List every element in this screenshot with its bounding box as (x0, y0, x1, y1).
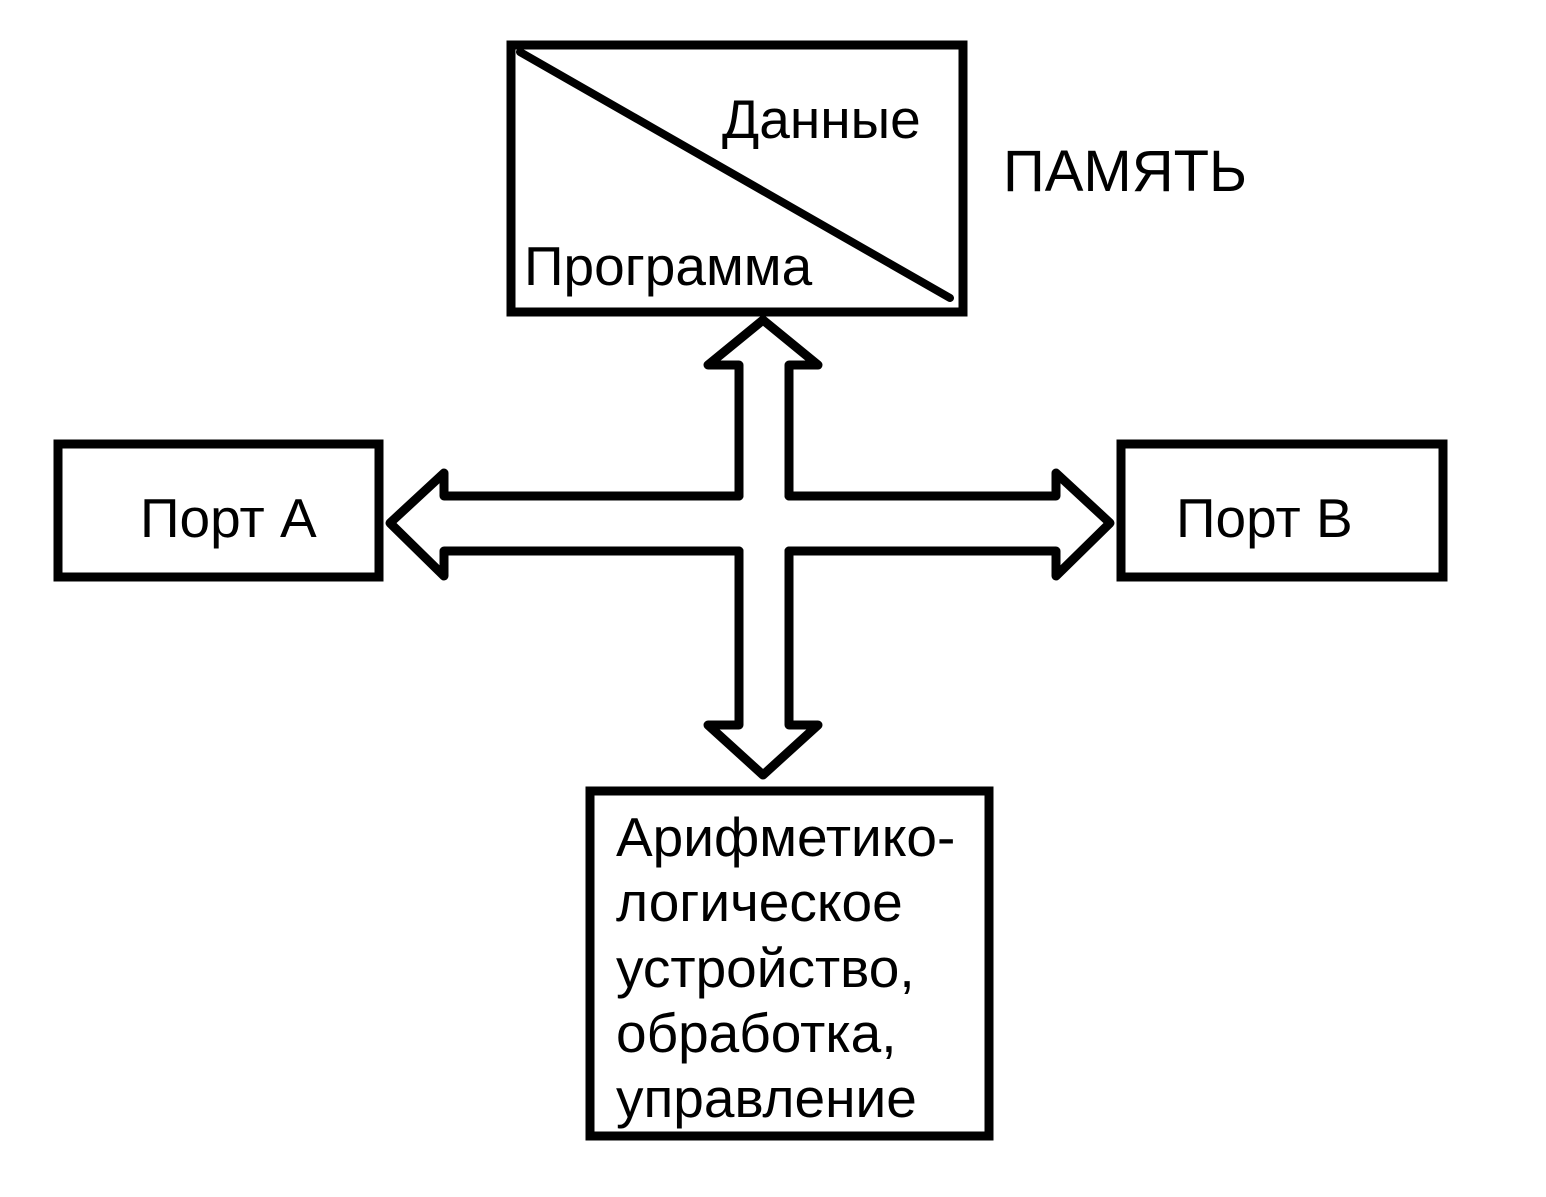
port-b-box (1116, 439, 1448, 582)
arrow-to-alu (703, 546, 823, 780)
port-b-block: Порт B (1116, 439, 1448, 582)
alu-block: Арифметико- логическое устройство, обраб… (585, 786, 994, 1141)
arrow-to-port-a (385, 468, 744, 581)
arrow-to-memory (703, 315, 823, 501)
bus-arrows (385, 315, 1115, 780)
port-a-box (53, 439, 384, 582)
memory-program-label: Программа (524, 235, 813, 297)
alu-label-line-2: логическое (616, 871, 903, 933)
port-a-block: Порт A (53, 439, 384, 582)
port-b-label: Порт B (1176, 487, 1353, 549)
memory-divider-line (516, 48, 954, 302)
arrow-to-port-b (784, 468, 1115, 581)
memory-data-label: Данные (722, 88, 921, 150)
alu-label-line-5: управление (616, 1067, 917, 1129)
alu-label-line-3: устройство, (616, 937, 915, 999)
alu-label-line-1: Арифметико- (616, 806, 955, 868)
alu-box (585, 786, 994, 1141)
port-a-label: Порт A (140, 487, 317, 549)
alu-label-line-4: обработка, (616, 1002, 896, 1064)
memory-caption: ПАМЯТЬ (1003, 139, 1247, 204)
memory-block: Данные Программа (506, 40, 968, 317)
